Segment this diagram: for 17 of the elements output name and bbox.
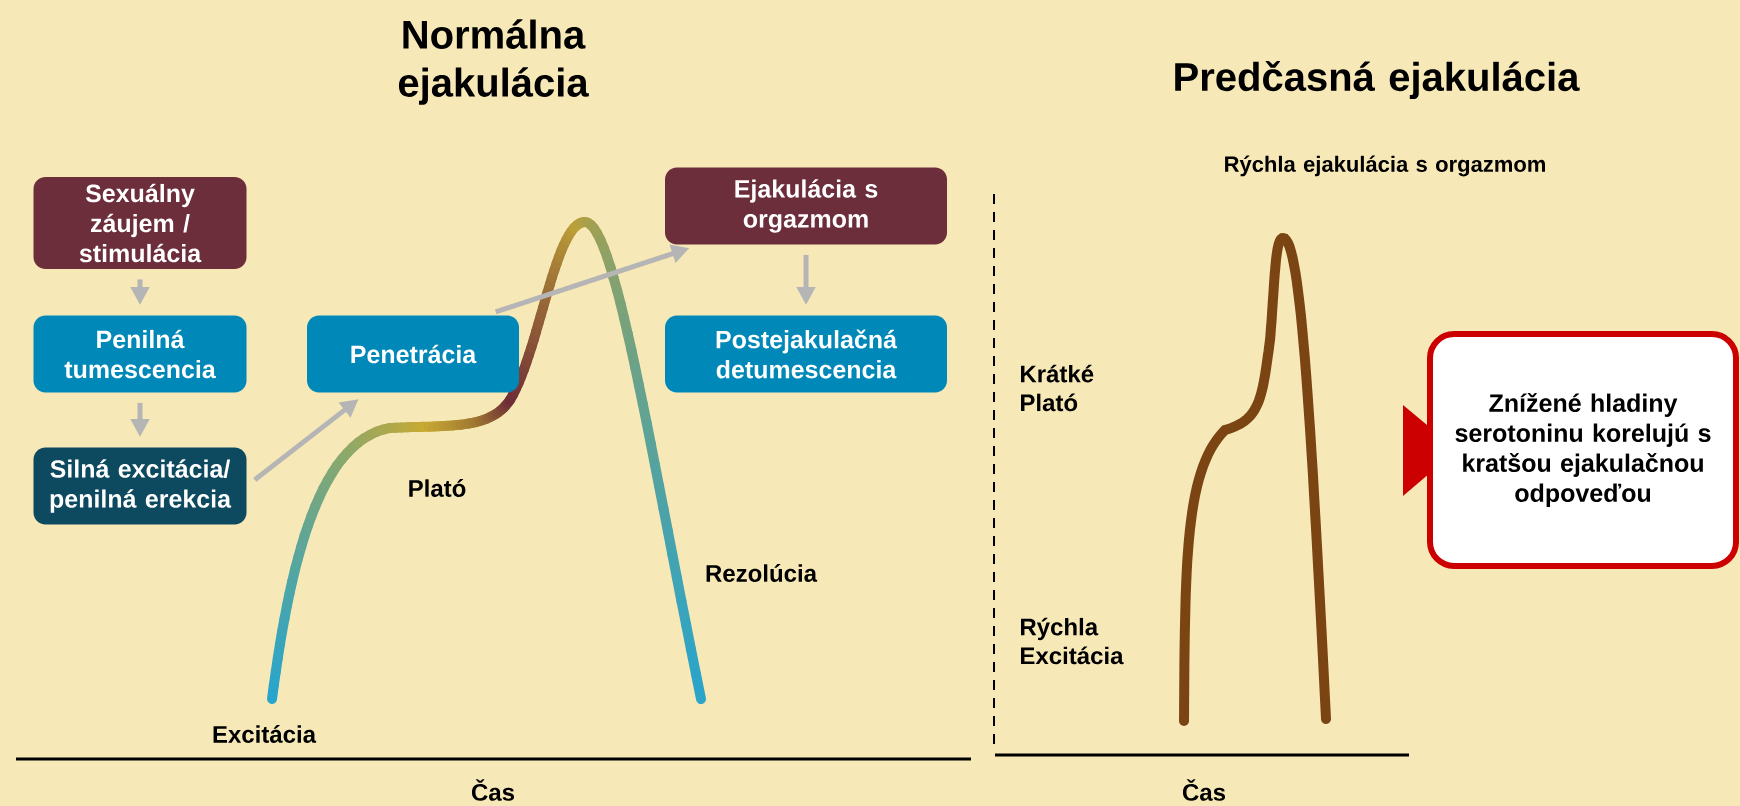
process-box: Sexuálny záujem / stimulácia: [33, 177, 247, 269]
phase-label: Plató: [409, 479, 466, 497]
phase-label: Excitácia: [213, 725, 317, 743]
heading: Predčasná ejakulácia: [1175, 60, 1580, 100]
process-box: Postejakulačná detumescencia: [665, 315, 947, 393]
process-box: Silná excitácia/ penilná erekcia: [33, 447, 247, 525]
phase-label: Rýchla ejakulácia s orgazmom: [1225, 155, 1545, 177]
callout-box: Znížené hladiny serotoninu korelujú s kratšou ejakulačnou odpoveďou: [1403, 331, 1739, 569]
process-box: Ejakulácia s orgazmom: [665, 167, 947, 245]
process-box: Penetrácia: [307, 315, 519, 393]
axis-label: Čas: [471, 779, 515, 801]
axis-label: Čas: [1182, 779, 1226, 801]
heading: Normálna ejakulácia: [398, 19, 589, 105]
phase-label: Krátké Plató: [1021, 364, 1094, 412]
phase-label: Rýchla Excitácia: [1021, 617, 1124, 665]
process-box: Penilná tumescencia: [33, 315, 247, 393]
phase-label: Rezolúcia: [706, 564, 818, 582]
